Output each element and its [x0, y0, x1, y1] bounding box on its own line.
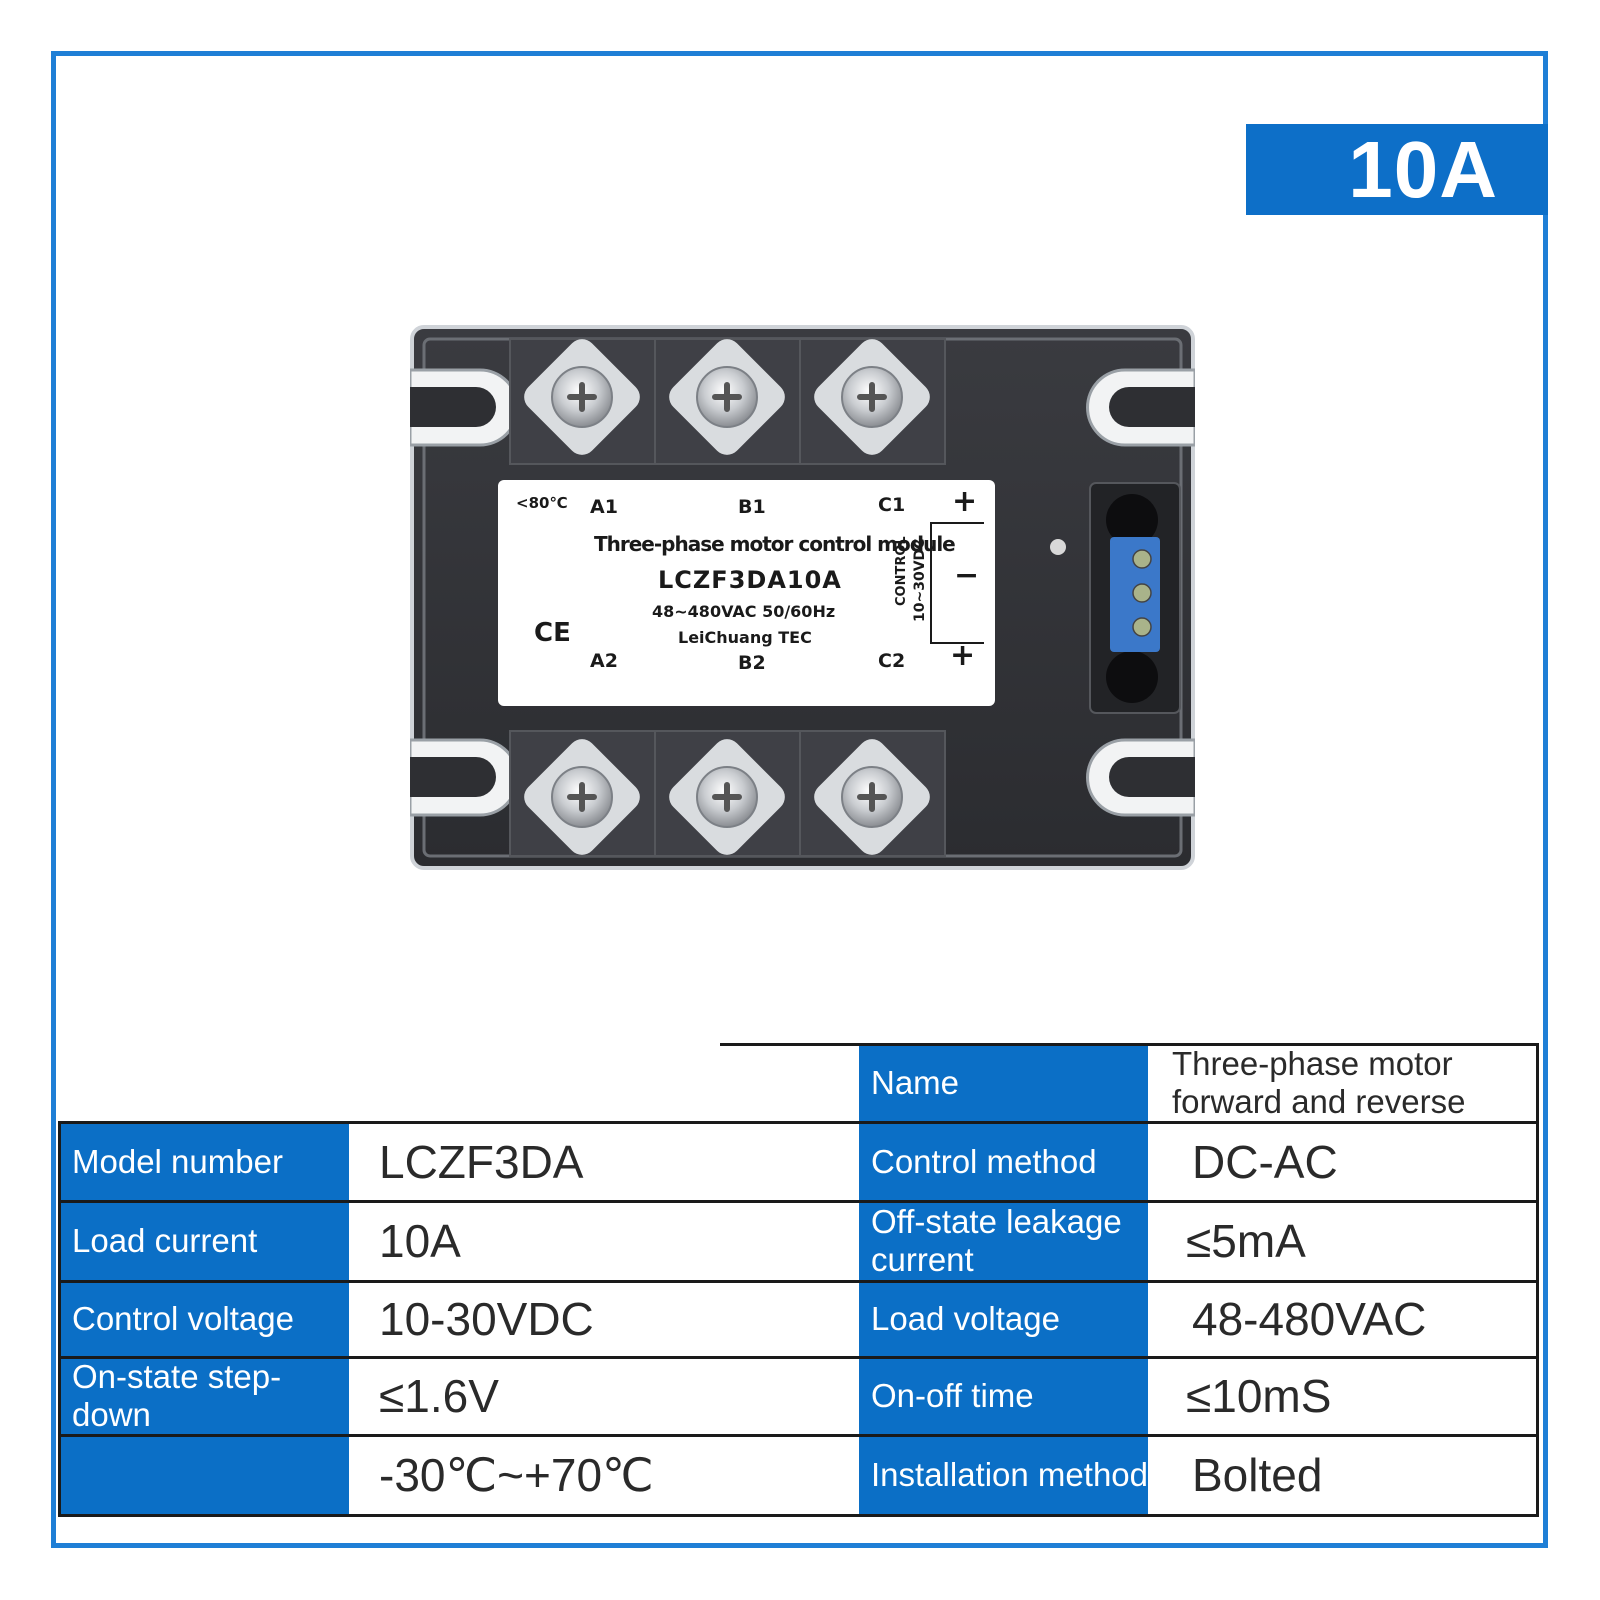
control-range: 10~30VDC: [912, 538, 928, 622]
spec-value-installation-method: Bolted: [1192, 1449, 1323, 1501]
spec-header-on-state-step-down: On-state step-down: [60, 1357, 349, 1435]
spec-header-on-off-time: On-off time: [859, 1357, 1148, 1435]
terminal-c1-label: C1: [878, 494, 906, 516]
module-brand: LeiChuang TEC: [678, 628, 812, 647]
spec-value-control-voltage: 10-30VDC: [379, 1293, 594, 1345]
spec-header-load-voltage: Load voltage: [859, 1281, 1148, 1357]
spec-value-on-state-step-down: ≤1.6V: [379, 1370, 499, 1422]
spec-header-installation-method: Installation method: [859, 1435, 1148, 1515]
spec-header-control-voltage: Control voltage: [60, 1281, 349, 1357]
terminal-a1-label: A1: [590, 496, 618, 518]
table-rule: [58, 1356, 1538, 1359]
spec-value-control-method: DC-AC: [1192, 1136, 1338, 1188]
spec-header-temperature: [60, 1435, 349, 1515]
ce-mark: CE: [534, 618, 571, 648]
temp-mark: <80℃: [516, 494, 568, 512]
spec-value-temperature: -30℃~+70℃: [379, 1449, 654, 1501]
spec-value-load-current: 10A: [379, 1215, 461, 1267]
terminal-a2-label: A2: [590, 650, 618, 672]
table-rule: [1536, 1043, 1539, 1517]
current-rating-badge: 10A: [1246, 124, 1548, 215]
spec-value-model-number: LCZF3DA: [379, 1136, 584, 1188]
screw-terminal-icons: [524, 339, 930, 855]
spec-value-name: Three-phase motor forward and reverse: [1172, 1045, 1466, 1120]
module-rating: 48~480VAC 50/60Hz: [652, 602, 836, 621]
table-rule: [720, 1043, 1538, 1046]
table-rule: [58, 1121, 1538, 1124]
plus-top-mark: +: [952, 484, 978, 519]
spec-value-off-state-leakage: ≤5mA: [1186, 1215, 1306, 1267]
table-rule: [58, 1200, 1538, 1203]
spec-header-off-state-leakage: Off-state leakage current: [859, 1201, 1148, 1281]
terminal-b1-label: B1: [738, 496, 766, 518]
control-word: CONTROL: [894, 536, 909, 606]
minus-mark: −: [954, 558, 980, 593]
spec-header-name: Name: [859, 1043, 1148, 1123]
spec-value-on-off-time: ≤10mS: [1186, 1370, 1332, 1422]
table-rule: [58, 1280, 1538, 1283]
spec-header-load-current: Load current: [60, 1201, 349, 1281]
spec-header-model-number: Model number: [60, 1123, 349, 1201]
terminal-c2-label: C2: [878, 650, 906, 672]
table-rule: [58, 1434, 1538, 1437]
module-label-card: <80℃ A1 B1 C1 + Three-phase motor contro…: [498, 480, 995, 706]
module-model: LCZF3DA10A: [658, 566, 842, 594]
control-bracket: [930, 522, 984, 644]
spec-header-control-method: Control method: [859, 1123, 1148, 1201]
table-rule: [58, 1121, 61, 1517]
spec-value-load-voltage: 48-480VAC: [1192, 1293, 1427, 1345]
table-rule: [58, 1514, 1538, 1517]
terminal-b2-label: B2: [738, 652, 766, 674]
module-title: Three-phase motor control module: [594, 532, 956, 556]
